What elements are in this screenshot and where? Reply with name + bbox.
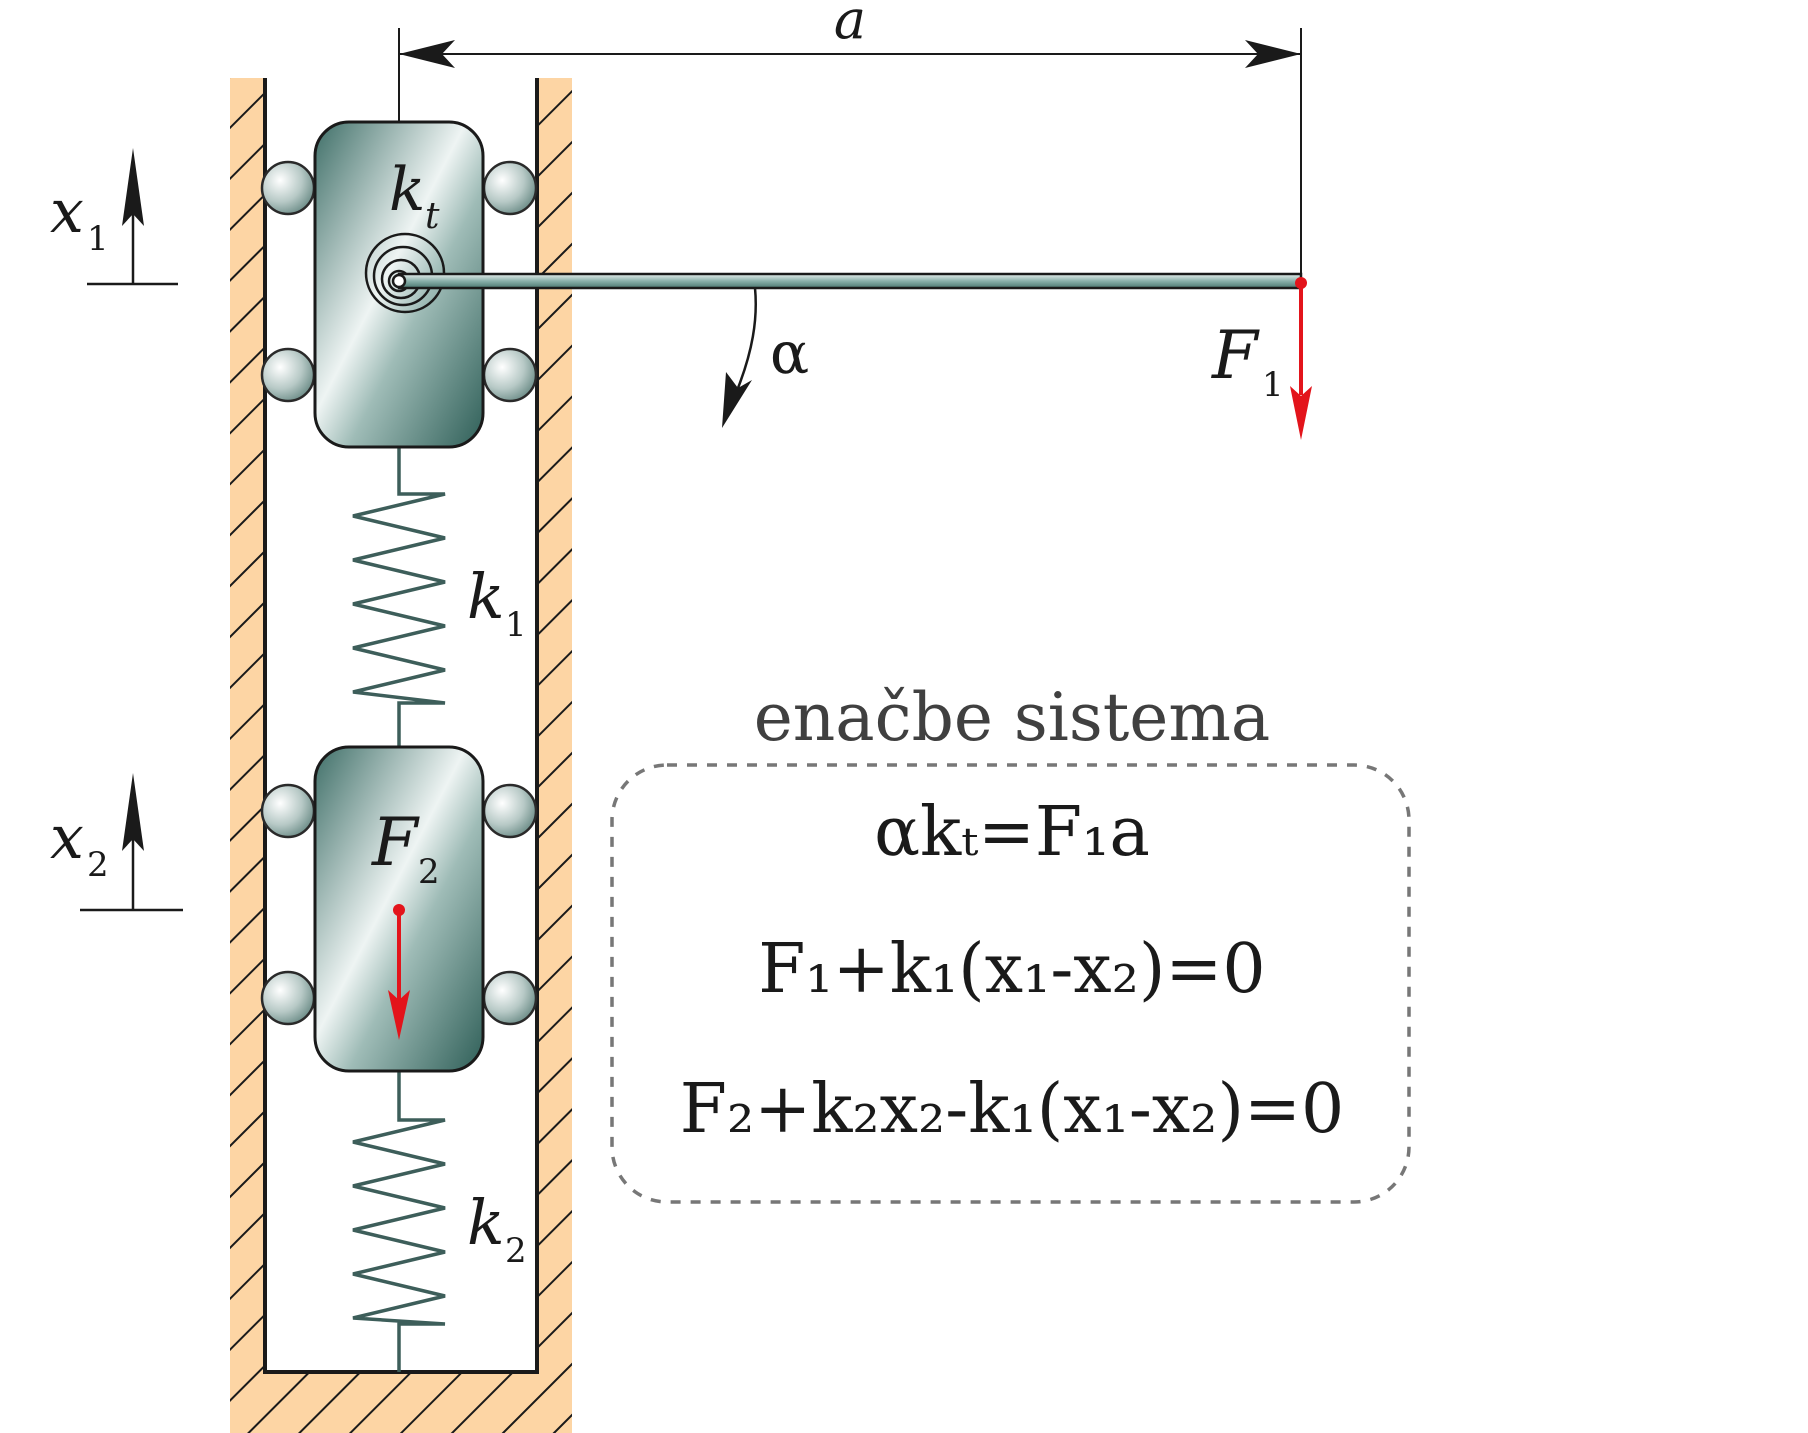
left-wall xyxy=(230,78,265,1433)
k1-label: k 1 xyxy=(467,560,527,645)
dimension-a-label: a xyxy=(834,0,866,51)
x1-label: x xyxy=(50,177,84,247)
right-wall xyxy=(537,78,572,1378)
equations-panel: enačbe sistema αkₜ=F₁a F₁+k₁(x₁-x₂)=0 F₂… xyxy=(610,679,1411,1204)
lever-bar xyxy=(397,272,1303,290)
kt-label: k t xyxy=(389,155,440,237)
x1-sub: 1 xyxy=(87,219,109,259)
force-f2: F 2 xyxy=(371,804,440,1040)
roller-icon xyxy=(482,347,538,403)
walls xyxy=(230,78,572,1433)
floor xyxy=(230,1372,572,1433)
roller-icon xyxy=(482,783,538,839)
roller-icon xyxy=(260,970,316,1026)
rollers xyxy=(260,160,538,1026)
k2-letter: k xyxy=(467,1186,505,1259)
f1-label: F xyxy=(1211,317,1260,394)
equations-title: enačbe sistema xyxy=(754,679,1271,756)
x2-sub: 2 xyxy=(87,845,109,885)
roller-icon xyxy=(482,160,538,216)
f2-sub: 2 xyxy=(418,852,440,892)
roller-icon xyxy=(482,970,538,1026)
equation-1: αkₜ=F₁a xyxy=(874,793,1150,872)
spring-k1 xyxy=(352,447,446,747)
roller-icon xyxy=(260,347,316,403)
roller-icon xyxy=(260,783,316,839)
x1-coordinate: x 1 xyxy=(50,148,178,286)
dimension-a: a xyxy=(398,0,1302,276)
k1-letter: k xyxy=(467,560,505,633)
k1-sub: 1 xyxy=(505,605,527,645)
pivot-pin xyxy=(391,273,407,289)
equation-2: F₁+k₁(x₁-x₂)=0 xyxy=(758,930,1265,1009)
channel-outline xyxy=(263,78,539,1374)
equations-box xyxy=(610,763,1411,1204)
f2-label: F xyxy=(371,804,420,881)
alpha-label: α xyxy=(770,319,809,387)
kt-letter: k xyxy=(389,155,425,225)
f1-sub: 1 xyxy=(1262,365,1284,405)
k2-sub: 2 xyxy=(505,1231,527,1271)
equation-3: F₂+k₂x₂-k₁(x₁-x₂)=0 xyxy=(680,1070,1344,1149)
spring-k2 xyxy=(352,1071,446,1372)
x2-coordinate: x 2 xyxy=(50,773,183,912)
force-f1: F 1 xyxy=(1211,277,1312,440)
x2-label: x xyxy=(50,803,84,873)
kt-sub: t xyxy=(425,196,440,237)
alpha-rotation-arrow: α xyxy=(722,287,809,428)
k2-label: k 2 xyxy=(467,1186,527,1271)
roller-icon xyxy=(260,160,316,216)
